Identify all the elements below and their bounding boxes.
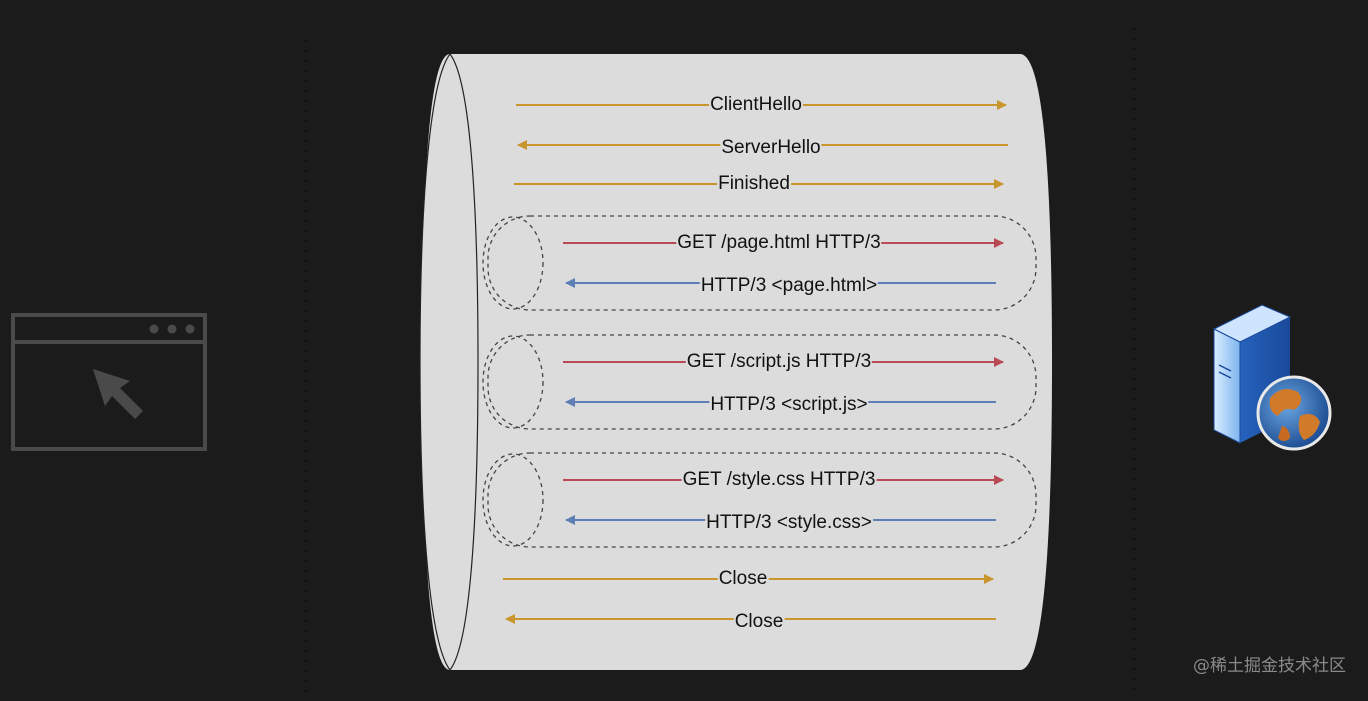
server-globe-icon xyxy=(1212,304,1332,451)
clienthello-label: ClientHello xyxy=(709,94,803,116)
close-label-to-server: Close xyxy=(717,568,769,590)
response-label-3: HTTP/3 <style.css> xyxy=(705,512,873,534)
request-label-3: GET /style.css HTTP/3 xyxy=(681,469,877,491)
mouse-cursor-icon xyxy=(93,369,143,419)
stream-group-3 xyxy=(482,452,1037,548)
stream-group-1 xyxy=(482,215,1037,311)
stream-group-2 xyxy=(482,334,1037,430)
response-label-2: HTTP/3 <script.js> xyxy=(709,394,869,416)
serverhello-label: ServerHello xyxy=(720,137,822,159)
request-label-2: GET /script.js HTTP/3 xyxy=(685,351,873,373)
watermark: @稀土掘金技术社区 xyxy=(1193,656,1346,676)
response-label-1: HTTP/3 <page.html> xyxy=(699,275,879,297)
close-label-to-client: Close xyxy=(733,611,785,633)
request-label-1: GET /page.html HTTP/3 xyxy=(676,232,882,254)
browser-window-icon xyxy=(11,313,207,451)
finished-label: Finished xyxy=(717,173,791,195)
tube-left-edge xyxy=(419,53,479,671)
